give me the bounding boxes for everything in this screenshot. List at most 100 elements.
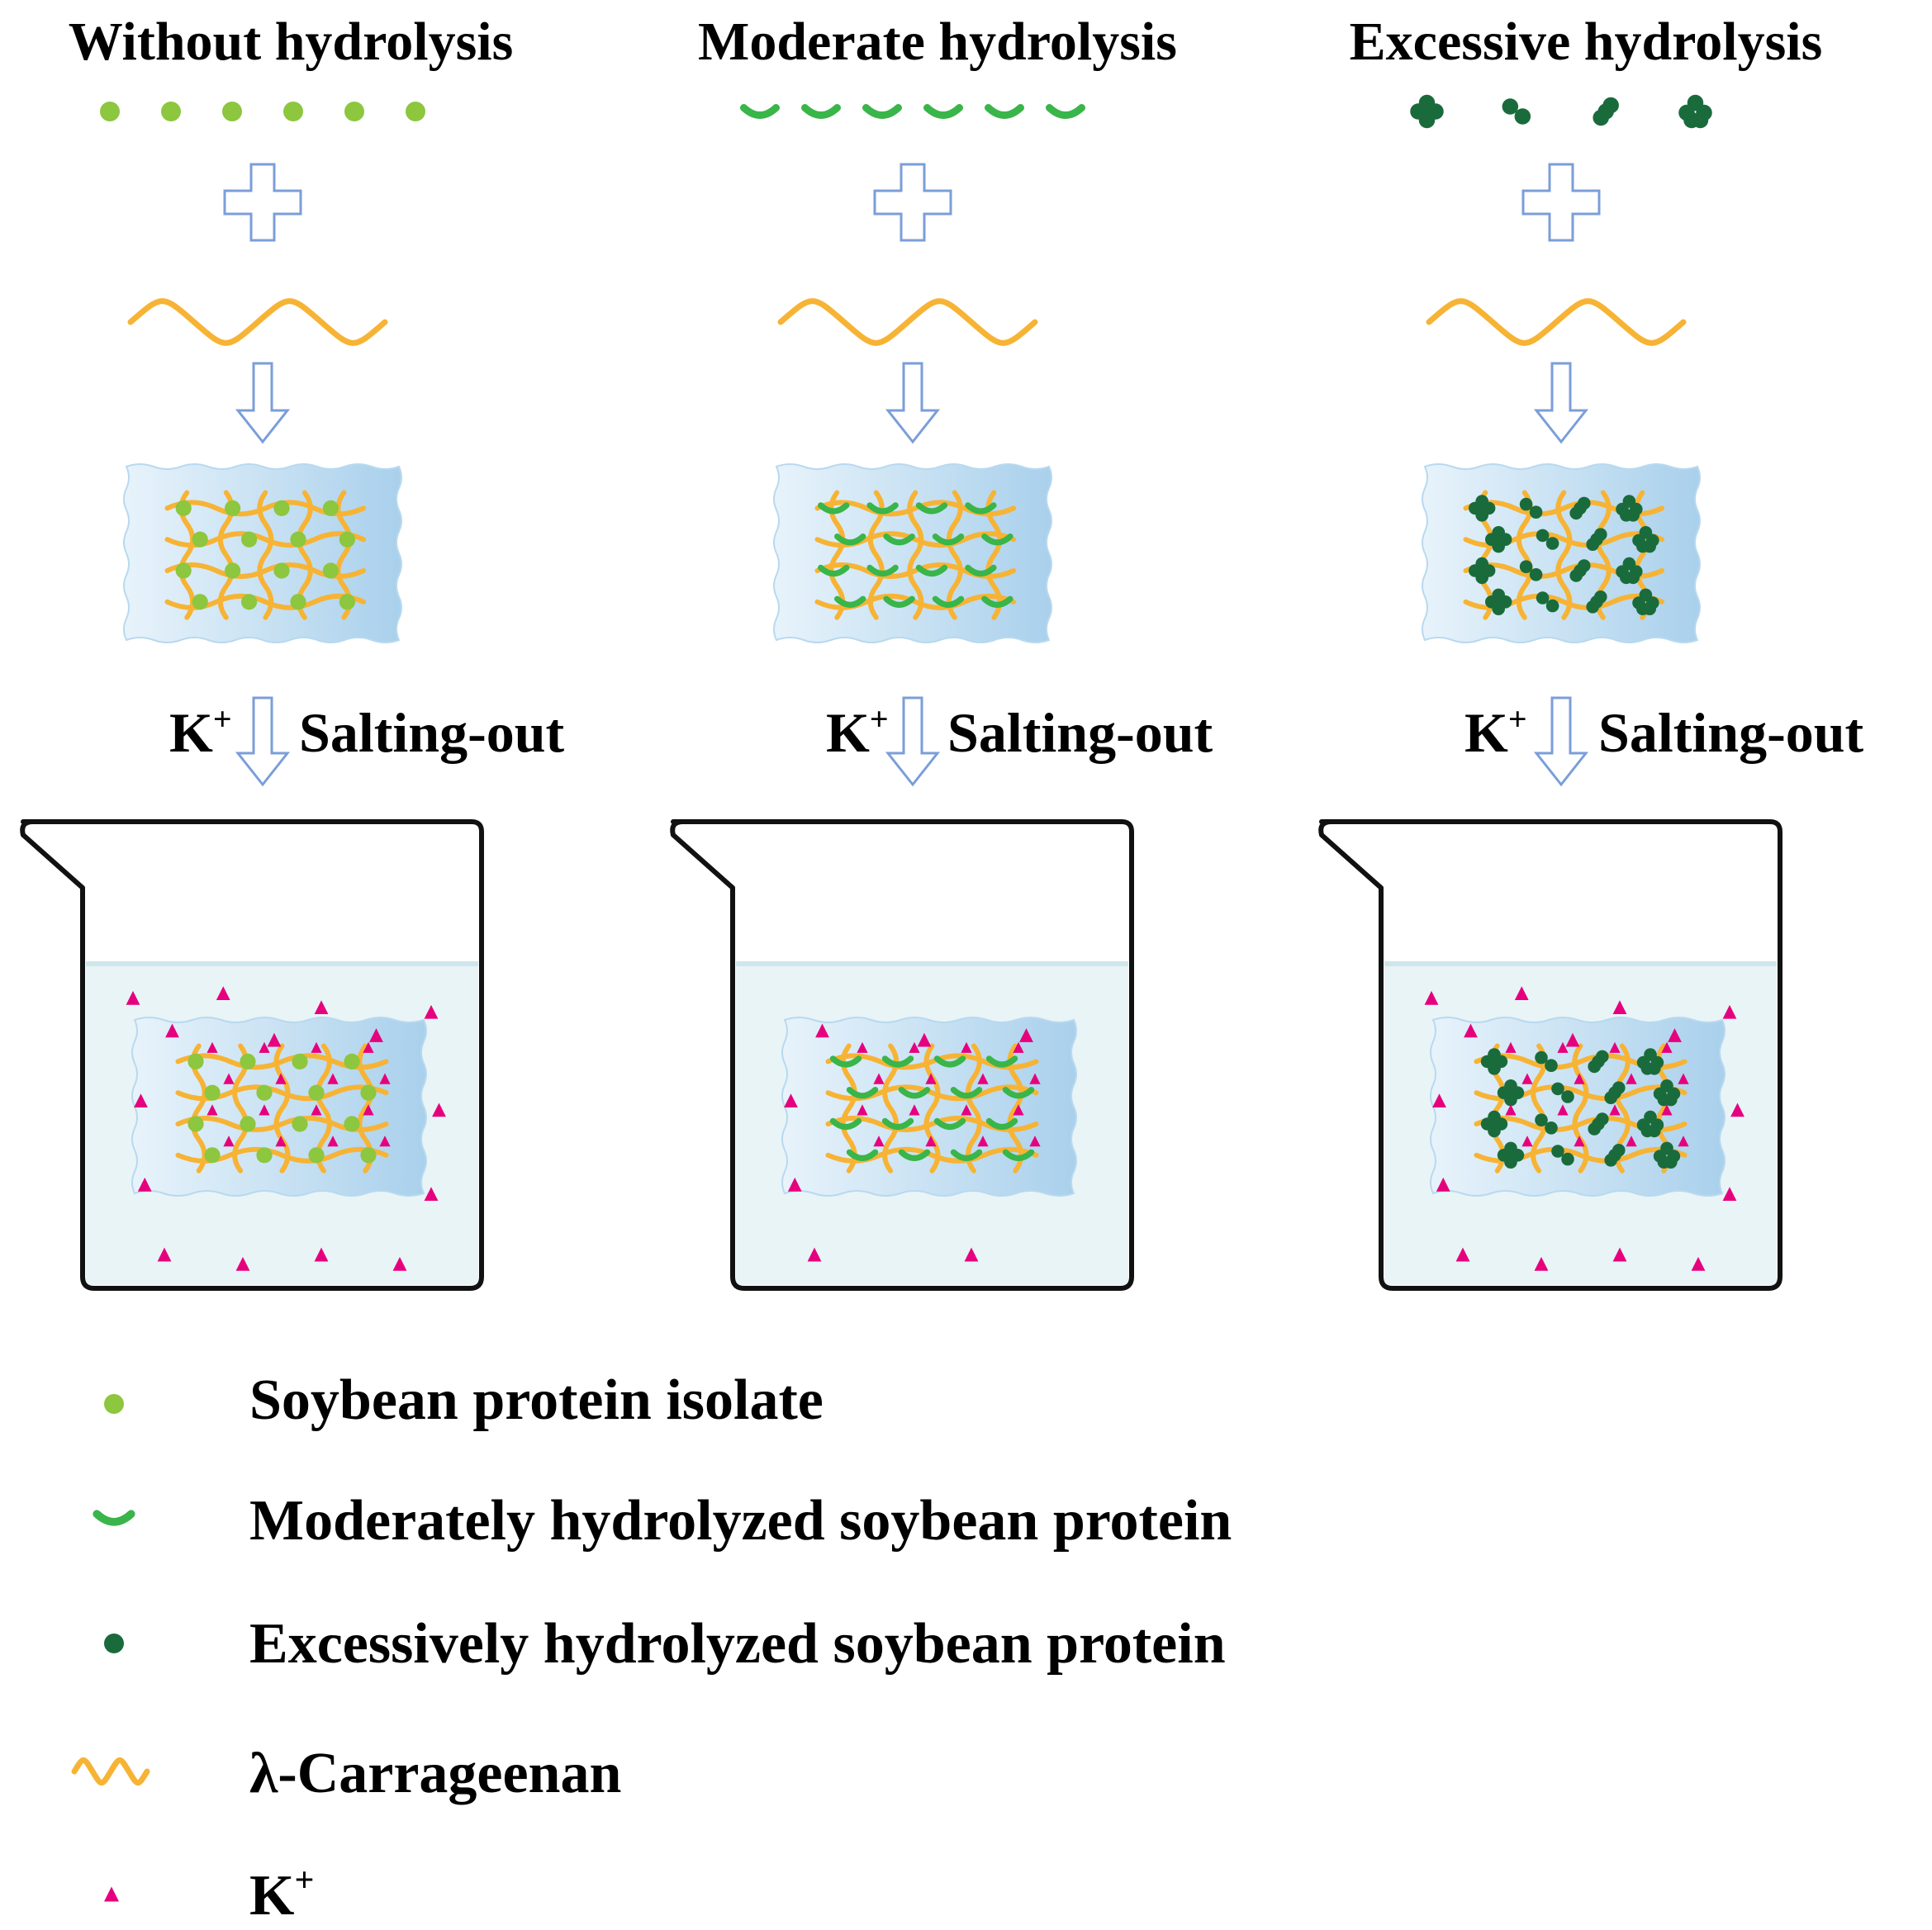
potassium-ion [917,1032,932,1047]
arrow-shape [235,362,291,444]
potassium-ion [1521,1073,1533,1084]
protein-crescent [1002,1149,1035,1161]
potassium-ion [1013,1041,1024,1053]
protein-lobe [1545,537,1559,550]
protein-crescent [915,502,948,515]
potassium-ion [1661,1041,1673,1053]
protein-crescent [846,1149,879,1161]
column-title-moderate-hydrolysis: Moderate hydrolysis [698,12,1177,72]
protein-dot [339,531,355,548]
step-ion-label: K+ [826,700,889,764]
protein-cluster [1586,590,1607,614]
protein-crescent [834,595,866,608]
network-strand [1555,490,1573,620]
potassium-ion [424,1187,439,1201]
protein-dot [104,1394,124,1414]
protein-lobe [1551,1145,1564,1158]
network-strand [923,1043,941,1174]
potassium-ion [1574,1073,1585,1084]
potassium-ion [223,1136,235,1147]
protein-crescent [740,104,780,119]
potassium-ion [909,1104,920,1116]
protein-dot [225,562,241,579]
protein-crescent [862,104,902,119]
protein-cluster [1632,526,1659,553]
protein-cluster [1653,1141,1681,1169]
protein-cluster [1535,1050,1558,1072]
protein-dot [308,1147,325,1164]
network-strand [257,490,274,620]
protein-dot [188,1116,204,1132]
legend: Soybean protein isolate Moderately hydro… [71,1368,1232,1928]
protein-lobe [1608,1086,1621,1099]
potassium-ion [1534,1256,1549,1271]
protein-lobe [1551,1082,1564,1096]
down-arrow-icon [235,362,291,444]
protein-lobe [1418,103,1436,120]
protein-lobe [1492,595,1505,609]
potassium-ion [1722,1004,1737,1019]
protein-dot [222,102,242,121]
potassium-ion [1678,1136,1689,1147]
potassium-ion [1424,990,1439,1005]
potassium-ion [104,1886,119,1902]
protein-cluster [1604,1144,1626,1167]
protein-dot [344,102,364,121]
arrow-shape [1533,696,1589,787]
network-strand [946,490,963,620]
protein-lobe [1475,501,1488,515]
protein-dot [240,1116,256,1132]
potassium-ion [1521,1136,1533,1147]
potassium-ion [134,1093,148,1107]
potassium-ion [275,1136,287,1147]
protein-dot [161,102,181,121]
protein-lobe [1592,1055,1605,1069]
potassium-ion [1029,1136,1041,1147]
potassium-ion [1626,1136,1637,1147]
potassium-ion [424,1004,439,1019]
protein-crescent [932,533,965,546]
protein-cluster [1536,529,1559,550]
protein-crescent [915,564,948,577]
step-label: Salting-out [947,701,1213,764]
potassium-ion [206,1104,218,1116]
potassium-ion [857,1104,868,1116]
protein-cluster [1497,1079,1525,1107]
potassium-ion [1505,1041,1517,1053]
protein-lobe [1545,1059,1558,1072]
protein-cluster [1569,496,1591,520]
potassium-ion [815,1023,829,1038]
protein-dot [360,1147,377,1164]
wave-line [71,1757,150,1786]
protein-dot [344,1116,360,1132]
potassium-ion [235,1256,250,1271]
potassium-ion [165,1023,179,1038]
protein-cluster [1551,1145,1574,1166]
carrageenan-wave-icon [71,1757,150,1786]
protein-crescent [1002,1087,1035,1099]
down-arrow-icon [1533,362,1589,444]
potassium-ion [807,1247,822,1262]
protein-dot [188,1053,204,1069]
protein-crescent [93,1510,135,1526]
potassium-ion [1574,1136,1585,1147]
potassium-ion [259,1104,270,1116]
gel-body [1422,463,1701,643]
network-strand [882,1043,900,1174]
beaker-outline [20,819,484,1291]
gel-network-moderate-hydrolysis [773,463,1052,643]
potassium-ion [379,1073,391,1084]
down-arrow-icon [885,362,941,444]
protein-lobe [1504,1086,1517,1099]
protein-cluster [1588,1050,1609,1074]
potassium-ion [857,1041,868,1053]
protein-lobe [1664,1093,1678,1107]
potassium-ion [223,1073,235,1084]
potassium-ion [137,1177,152,1192]
protein-dot [292,1053,308,1069]
network-strand [867,490,885,620]
protein-dot [256,1084,273,1101]
protein-dot [290,531,306,548]
arrow-shape [235,696,291,787]
legend-label-potassium: K+ [249,1861,314,1928]
